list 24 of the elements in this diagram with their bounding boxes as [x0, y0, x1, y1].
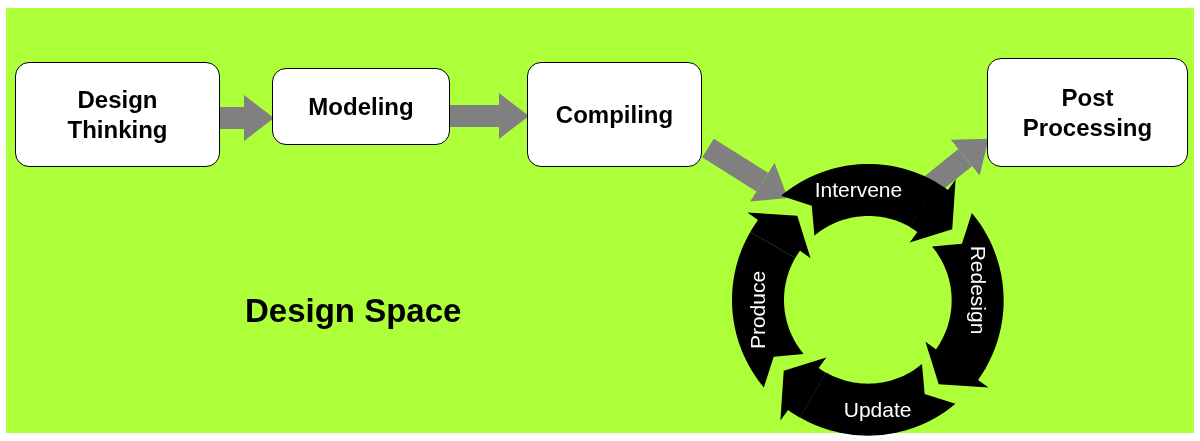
process-box — [272, 68, 450, 145]
block-arrow — [450, 93, 529, 139]
box-label: Modeling — [308, 91, 414, 122]
process-box — [987, 58, 1188, 167]
curved-arrow — [925, 341, 989, 388]
cycle-label: Redesign — [965, 246, 990, 335]
curved-arrow — [780, 357, 827, 421]
ring-segment — [732, 232, 804, 388]
process-box — [15, 62, 220, 167]
cycle-label: Intervene — [814, 178, 903, 203]
cycle-label: Update — [843, 397, 912, 422]
block-arrow — [702, 138, 788, 202]
ring-segment — [800, 364, 956, 436]
curved-arrow — [909, 179, 956, 243]
block-arrow — [220, 95, 274, 141]
ring-segment — [932, 212, 1004, 368]
area-label: Design Space — [245, 292, 462, 330]
ring-segment — [780, 164, 936, 236]
cycle-label: Produce — [746, 270, 771, 349]
curved-arrow — [747, 212, 811, 259]
box-label: Compiling — [555, 99, 674, 130]
box-label: Post Processing — [1021, 82, 1154, 143]
process-box — [527, 62, 702, 167]
box-label: Design Thinking — [66, 84, 169, 145]
